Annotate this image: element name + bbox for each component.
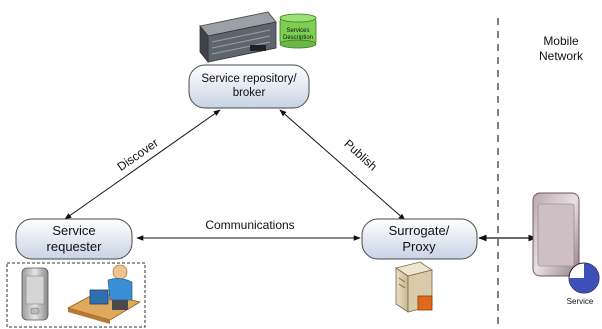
mobile-network-label-line2: Network (539, 49, 584, 63)
mobile-network-label-line1: Mobile (543, 34, 579, 48)
smartphone-icon (532, 192, 580, 277)
services-description-badge: Services Description (279, 13, 317, 49)
server-icon (199, 11, 277, 64)
repository-node: Service repository/ broker (188, 64, 310, 109)
requester-node: Service requester (15, 218, 133, 260)
publish-edge (279, 109, 406, 221)
repository-label-line1: Service repository/ (201, 73, 297, 85)
mobile-phone-icon (21, 267, 49, 321)
requester-label-line1: Service (52, 223, 95, 238)
communications-label: Communications (205, 218, 294, 232)
services-description-line2: Description (283, 35, 313, 41)
publish-label: Publish (341, 137, 380, 174)
service-label: Service (567, 297, 594, 306)
user-at-desk-icon (66, 264, 142, 324)
proxy-server-icon (395, 261, 433, 313)
services-description-line1: Services (286, 28, 309, 34)
requester-devices-box (6, 262, 146, 328)
surrogate-label-line2: Proxy (402, 239, 436, 254)
requester-label-line2: requester (47, 239, 103, 254)
surrogate-node: Surrogate/ Proxy (361, 218, 478, 260)
service-component-icon (568, 262, 600, 294)
repository-label-line2: broker (233, 87, 266, 99)
discover-edge (64, 109, 221, 220)
surrogate-label-line1: Surrogate/ (389, 223, 450, 238)
